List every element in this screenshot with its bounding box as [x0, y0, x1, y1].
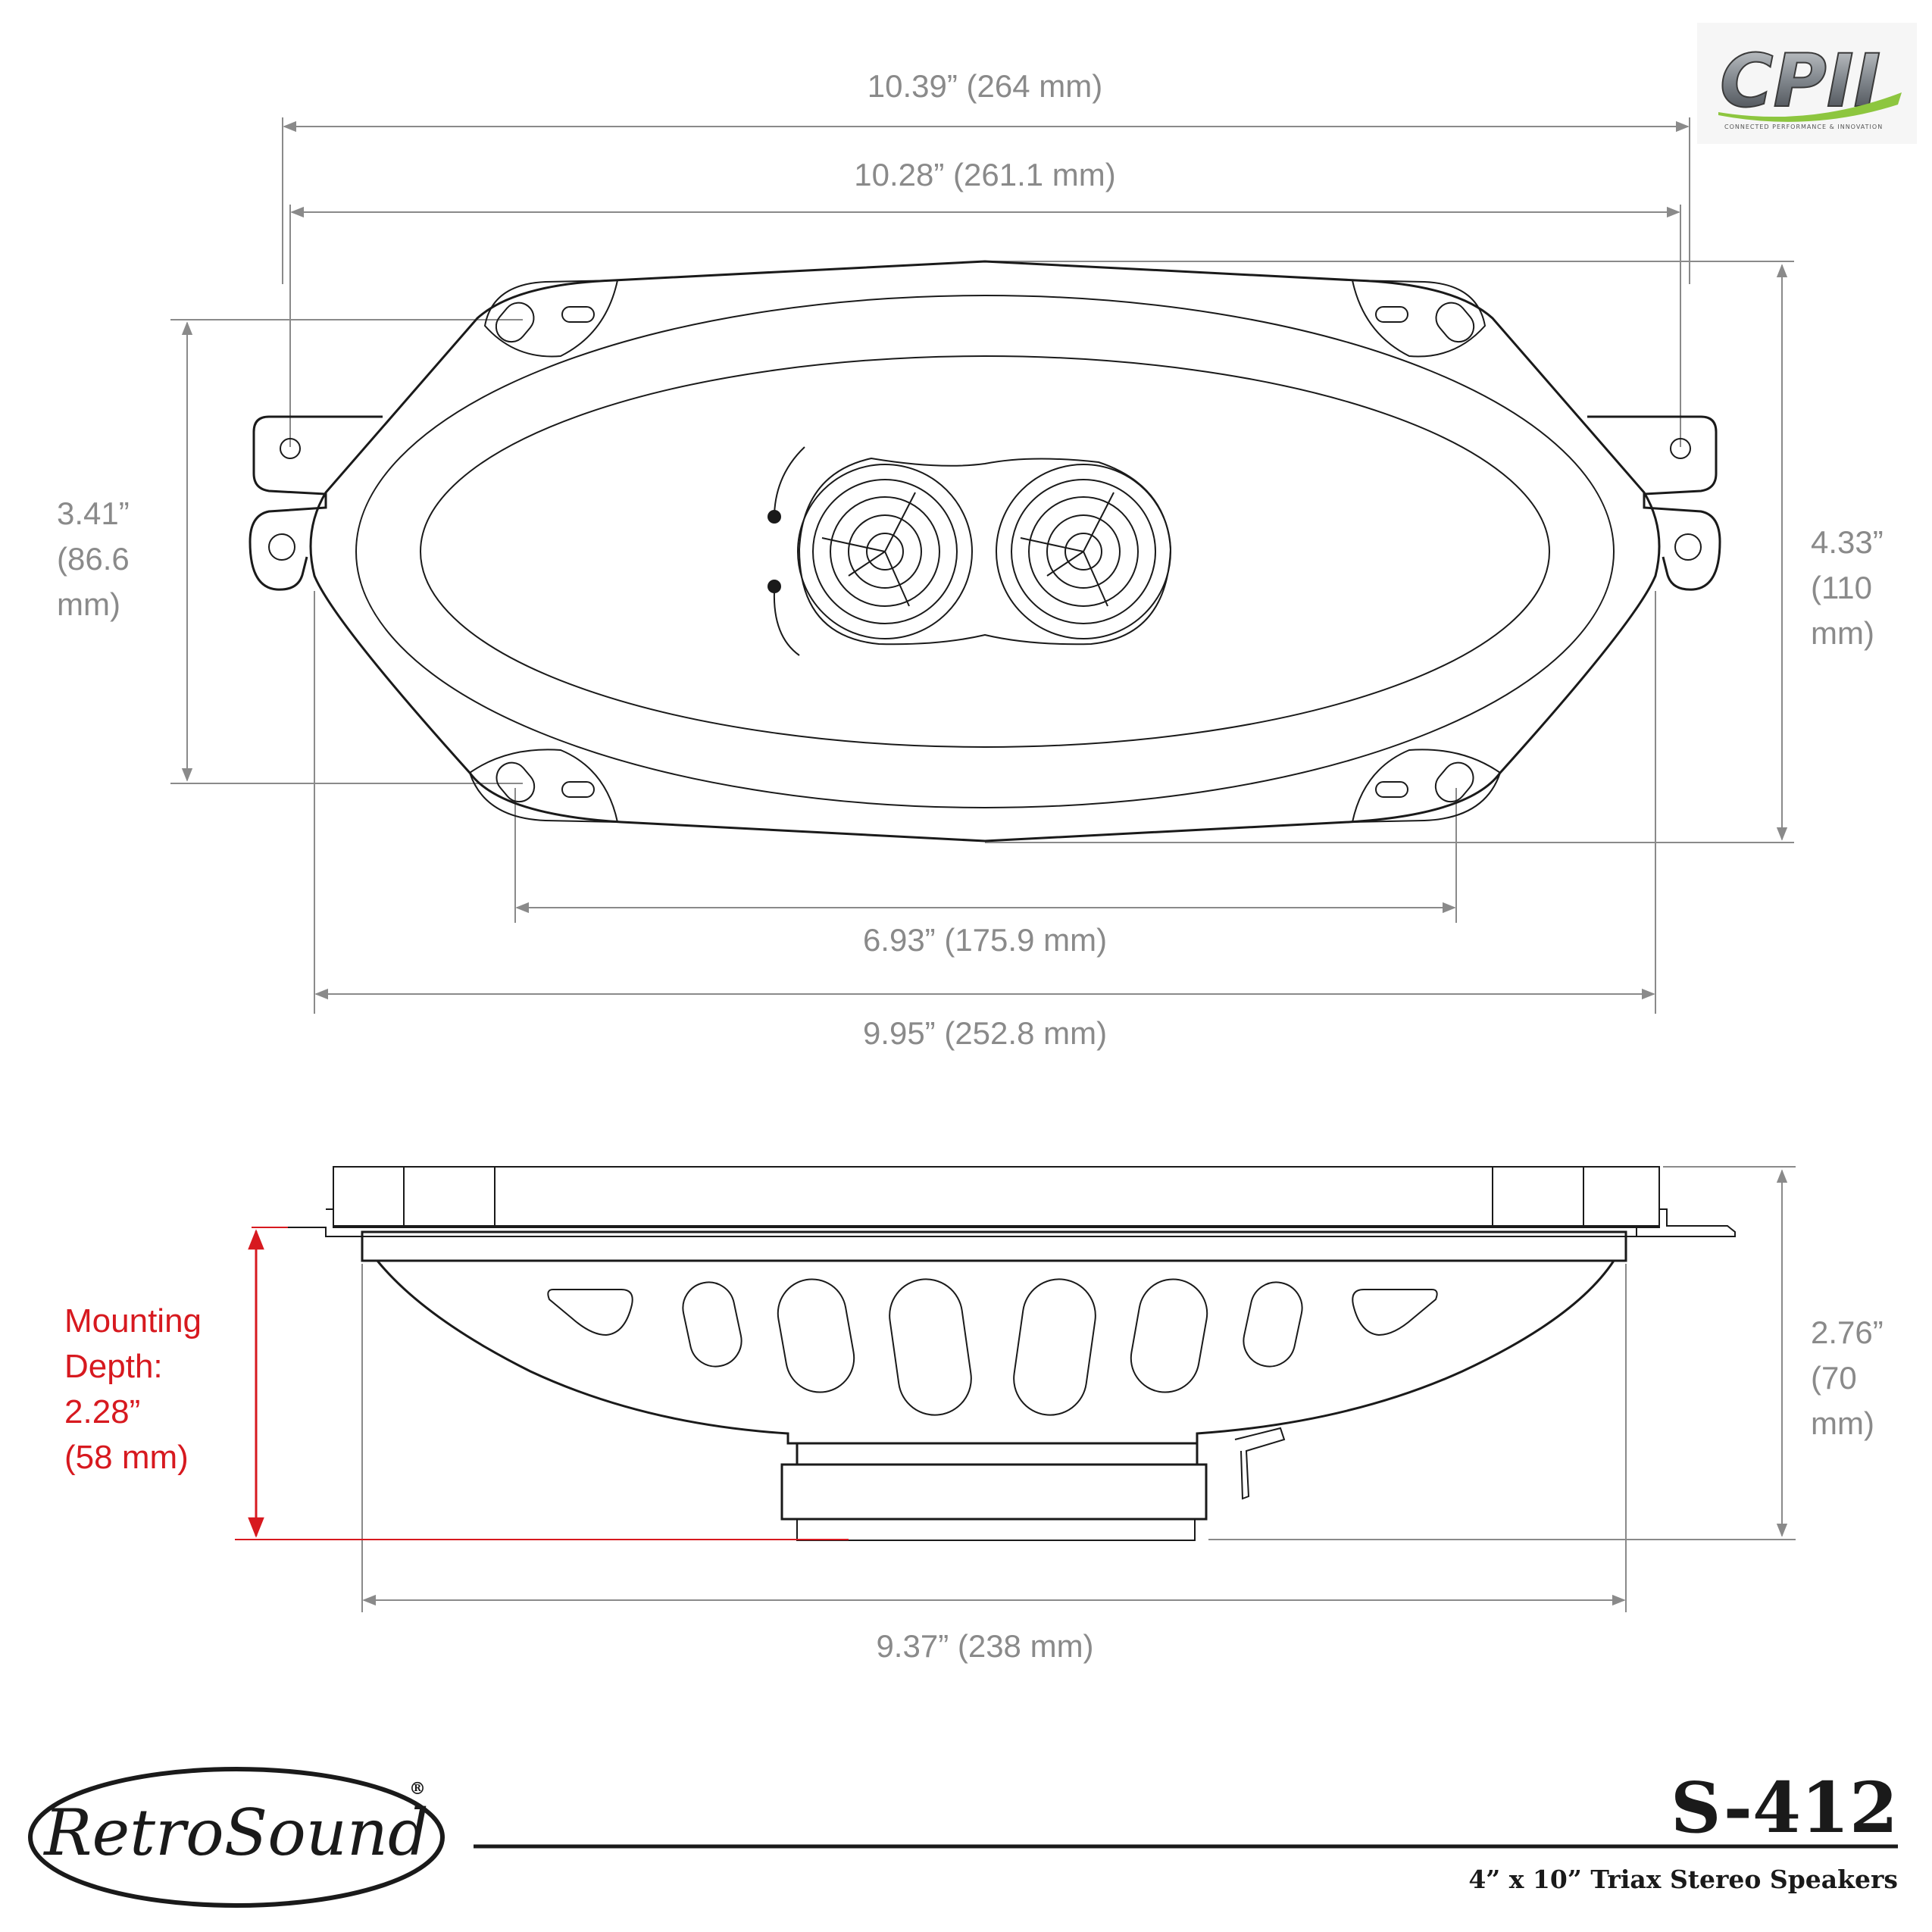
speaker-side-view — [269, 1166, 1736, 1541]
overall-width-label: 10.39” (264 mm) — [868, 68, 1102, 104]
top-view-dimensions: 10.39” (264 mm) 10.28” (261.1 mm) 3.41” … — [57, 68, 1884, 1051]
overall-height-line2: (110 — [1811, 570, 1872, 605]
mounting-depth-line1: Mounting — [64, 1302, 202, 1340]
depth-line1: 2.76” — [1811, 1315, 1884, 1350]
cp-tagline: CONNECTED PERFORMANCE & INNOVATION — [1724, 123, 1883, 130]
overall-height-line1: 4.33” — [1811, 524, 1884, 560]
depth-line3: mm) — [1811, 1405, 1874, 1441]
overall-height-line3: mm) — [1811, 615, 1874, 651]
bottom-width-label: 9.37” (238 mm) — [876, 1628, 1093, 1664]
swoosh-icon — [1718, 92, 1902, 122]
inner-hole-spacing-label: 6.93” (175.9 mm) — [863, 922, 1107, 958]
retrosound-logo-ellipse — [28, 1767, 445, 1908]
model-number: S-412 — [1671, 1767, 1898, 1849]
hole-height-line2: (86.6 — [57, 541, 130, 577]
mounting-depth-line4: (58 mm) — [64, 1439, 189, 1476]
retrosound-logo-text: RetroSound — [42, 1796, 429, 1870]
side-view-dimensions: 2.76” (70 mm) 9.37” (238 mm) Mounting De… — [64, 1166, 1884, 1664]
registered-mark: ® — [409, 1779, 426, 1799]
flange-hole-width-label: 10.28” (261.1 mm) — [854, 157, 1115, 192]
cp-logo: CPII CONNECTED PERFORMANCE & INNOVATION — [1697, 23, 1917, 144]
hole-height-line3: mm) — [57, 586, 120, 622]
mounting-depth-line2: Depth: — [64, 1348, 163, 1385]
product-name: 4” x 10” Triax Stereo Speakers — [1468, 1865, 1898, 1894]
depth-line2: (70 — [1811, 1360, 1857, 1396]
speaker-top-view — [249, 260, 1721, 843]
footer-branding: RetroSound ® S-412 4” x 10” Triax Stereo… — [28, 1767, 1898, 1908]
hole-height-line1: 3.41” — [57, 496, 130, 531]
basket-width-label: 9.95” (252.8 mm) — [863, 1015, 1107, 1051]
mounting-depth-line3: 2.28” — [64, 1393, 140, 1430]
